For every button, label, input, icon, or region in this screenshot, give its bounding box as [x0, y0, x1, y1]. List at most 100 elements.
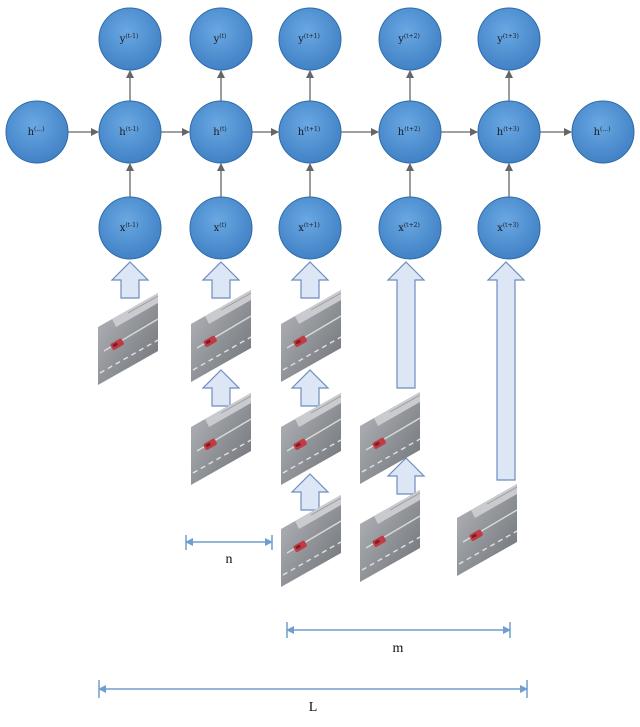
y-node-3-label-sup: (t+2)	[404, 33, 420, 40]
h-node-4-circle	[378, 100, 442, 164]
h-node-6-circle	[571, 100, 635, 164]
x-node-2-label-sup: (t+1)	[304, 222, 320, 229]
x-node-1-label: x(t)	[214, 222, 227, 234]
input-arrow-col3-long	[386, 261, 426, 389]
x-node-3: x(t+2)	[378, 196, 442, 260]
input-arrow-col1-top	[201, 261, 241, 299]
x-node-1-label-sup: (t)	[219, 222, 226, 229]
y-node-4: y(t+3)	[477, 7, 541, 71]
h-node-0-label-base: h	[28, 127, 35, 138]
input-arrow-col2-top	[290, 261, 330, 299]
input-arrow-col1-low	[201, 369, 241, 407]
y-node-1-label-base: y	[213, 34, 220, 45]
h-node-3-label: h(t+1)	[298, 126, 320, 138]
y-node-1: y(t)	[189, 7, 253, 71]
h-node-0-circle	[5, 100, 69, 164]
x-node-0-circle	[98, 196, 162, 260]
x-node-2-label: x(t+1)	[298, 222, 320, 234]
input-arrow-col0	[110, 261, 150, 299]
h-node-1: h(t-1)	[98, 100, 162, 164]
h-node-5: h(t+3)	[477, 100, 541, 164]
h-node-2: h(t)	[189, 100, 253, 164]
h-node-6-label-base: h	[594, 127, 601, 138]
h-node-6-label: h(...)	[594, 126, 611, 138]
x-node-3-label-sup: (t+2)	[404, 222, 420, 229]
L-dimension-label: L	[309, 700, 318, 715]
video-frame-col4	[457, 484, 517, 576]
video-frame-col2-top	[281, 290, 341, 382]
y-node-2-circle	[278, 7, 342, 71]
dimensions-layer: n m L	[98, 535, 528, 715]
h-node-2-circle	[189, 100, 253, 164]
video-frame-col0	[98, 293, 158, 385]
h-node-4: h(t+2)	[378, 100, 442, 164]
x-node-1-circle	[189, 196, 253, 260]
y-node-3-label-base: y	[397, 34, 404, 45]
h-node-5-label-sup: (t+3)	[503, 126, 519, 133]
input-arrow-col3-low	[386, 457, 426, 495]
y-node-1-label-sup: (t)	[219, 33, 226, 40]
y-node-2: y(t+1)	[278, 7, 342, 71]
x-node-0: x(t-1)	[98, 196, 162, 260]
m-dimension-label: m	[393, 641, 404, 656]
y-node-3-circle	[378, 7, 442, 71]
x-node-0-label-base: x	[120, 223, 126, 234]
y-node-4-label: y(t+3)	[496, 33, 519, 45]
h-node-1-label-base: h	[119, 127, 126, 138]
y-node-4-label-base: y	[496, 34, 503, 45]
edges-layer	[68, 70, 572, 197]
h-node-5-circle	[477, 100, 541, 164]
x-node-1: x(t)	[189, 196, 253, 260]
h-node-3: h(t+1)	[278, 100, 342, 164]
y-node-0: y(t-1)	[98, 7, 162, 71]
x-node-0-label: x(t-1)	[120, 222, 139, 234]
y-node-4-circle	[477, 7, 541, 71]
h-node-0-label: h(...)	[28, 126, 45, 138]
x-node-4-label-base: x	[497, 223, 503, 234]
video-frame-col1-top	[191, 290, 251, 382]
h-node-1-circle	[98, 100, 162, 164]
h-node-6-label-sup: (...)	[600, 126, 610, 133]
input-arrow-col2-low	[290, 473, 330, 511]
h-node-4-label-base: h	[398, 127, 405, 138]
nodes-layer: y(t-1)y(t)y(t+1)y(t+2)y(t+3)h(...)h(t-1)…	[5, 7, 635, 260]
x-node-2-circle	[278, 196, 342, 260]
x-node-3-label: x(t+2)	[398, 222, 420, 234]
video-frame-col2-mid	[281, 393, 341, 485]
x-node-3-circle	[378, 196, 442, 260]
y-node-2-label-base: y	[297, 34, 304, 45]
x-node-4-circle	[477, 196, 541, 260]
h-node-3-circle	[278, 100, 342, 164]
input-arrows-layer	[110, 261, 526, 511]
y-node-3-label: y(t+2)	[397, 33, 420, 45]
h-node-6: h(...)	[571, 100, 635, 164]
x-node-2: x(t+1)	[278, 196, 342, 260]
x-node-3-label-base: x	[398, 223, 404, 234]
h-node-4-label-sup: (t+2)	[404, 126, 420, 133]
h-node-2-label-sup: (t)	[220, 126, 227, 133]
x-node-2-label-base: x	[298, 223, 304, 234]
y-node-0-label-base: y	[119, 34, 126, 45]
h-node-4-label: h(t+2)	[398, 126, 420, 138]
video-frames-layer	[98, 290, 517, 587]
x-node-4: x(t+3)	[477, 196, 541, 260]
input-arrow-col2-mid	[290, 369, 330, 407]
y-node-0-label-sup: (t-1)	[125, 33, 138, 40]
x-node-1-label-base: x	[214, 223, 220, 234]
y-node-4-label-sup: (t+3)	[503, 33, 519, 40]
y-node-2-label: y(t+1)	[297, 33, 320, 45]
h-node-1-label-sup: (t-1)	[126, 126, 139, 133]
y-node-0-circle	[98, 7, 162, 71]
video-frame-col3-low	[360, 490, 420, 582]
h-node-1-label: h(t-1)	[119, 126, 138, 138]
video-frame-col1-low	[191, 393, 251, 485]
y-node-1-label: y(t)	[213, 33, 227, 45]
h-node-3-label-sup: (t+1)	[304, 126, 320, 133]
x-node-0-label-sup: (t-1)	[125, 222, 138, 229]
n-dimension-label: n	[226, 552, 233, 567]
h-node-3-label-base: h	[298, 127, 305, 138]
h-node-2-label-base: h	[213, 127, 220, 138]
h-node-2-label: h(t)	[213, 126, 227, 138]
h-node-0: h(...)	[5, 100, 69, 164]
